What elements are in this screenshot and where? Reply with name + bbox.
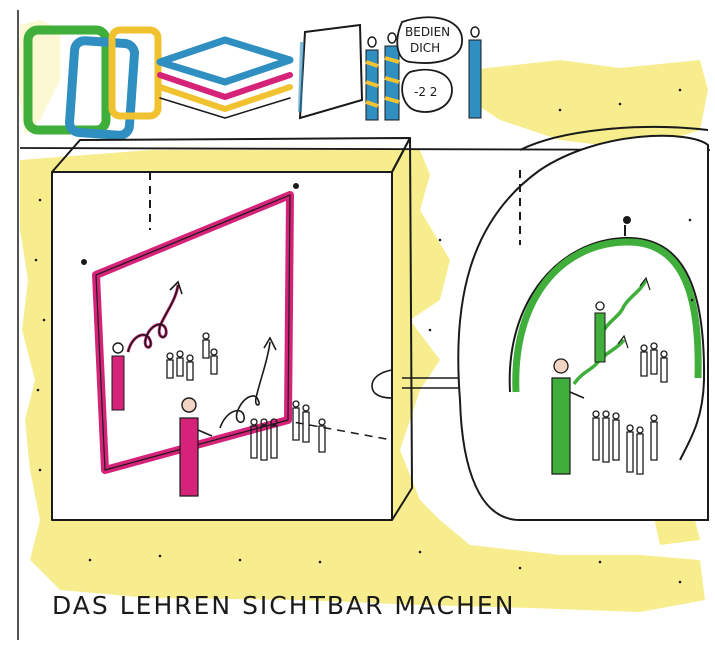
board-icon: [300, 25, 362, 118]
bubble-text-line2: DICH: [410, 41, 440, 55]
bubble-number: -2 2: [414, 85, 437, 99]
classroom-room-right: [458, 127, 708, 520]
book-stack-icon: [28, 30, 290, 136]
caption-title: DAS LEHREN SICHTBAR MACHEN: [52, 591, 515, 620]
bubble-text-line1: BEDIEN: [405, 25, 450, 39]
